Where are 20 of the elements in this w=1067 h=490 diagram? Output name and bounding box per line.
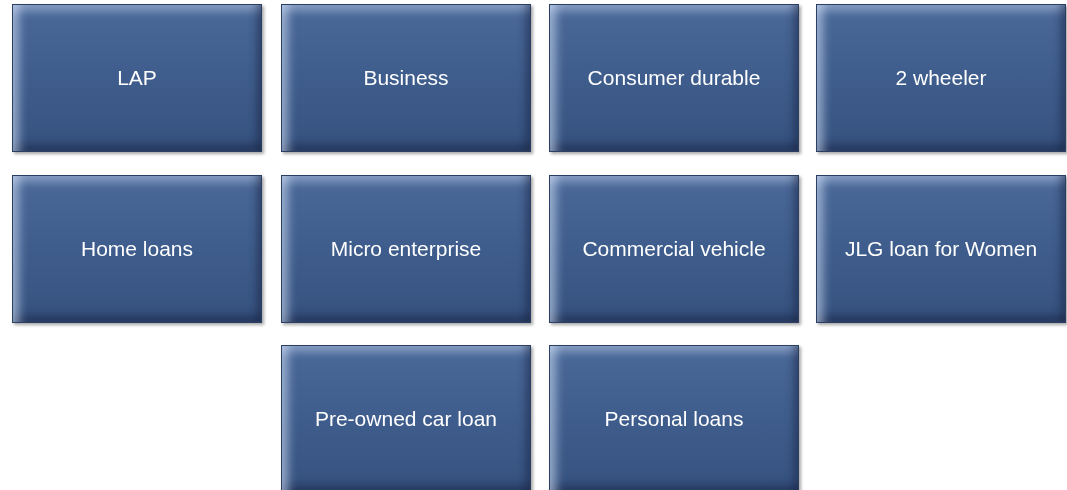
product-box <box>816 4 1066 152</box>
product-label: Pre-owned car loan <box>313 407 499 431</box>
product-label: Personal loans <box>603 407 745 431</box>
product-box <box>549 345 799 490</box>
product-label: Consumer durable <box>586 66 762 90</box>
product-box <box>281 175 531 323</box>
product-label: Micro enterprise <box>329 237 483 261</box>
product-label: Home loans <box>79 237 195 261</box>
product-box <box>549 175 799 323</box>
product-label: JLG loan for Women <box>843 237 1039 261</box>
product-label: Business <box>362 66 450 90</box>
product-box <box>549 4 799 152</box>
product-box <box>12 175 262 323</box>
product-box <box>816 175 1066 323</box>
product-label: 2 wheeler <box>894 66 988 90</box>
product-box <box>281 345 531 490</box>
product-label: Commercial vehicle <box>581 237 767 261</box>
product-box <box>281 4 531 152</box>
product-label: LAP <box>116 66 158 90</box>
product-box <box>12 4 262 152</box>
